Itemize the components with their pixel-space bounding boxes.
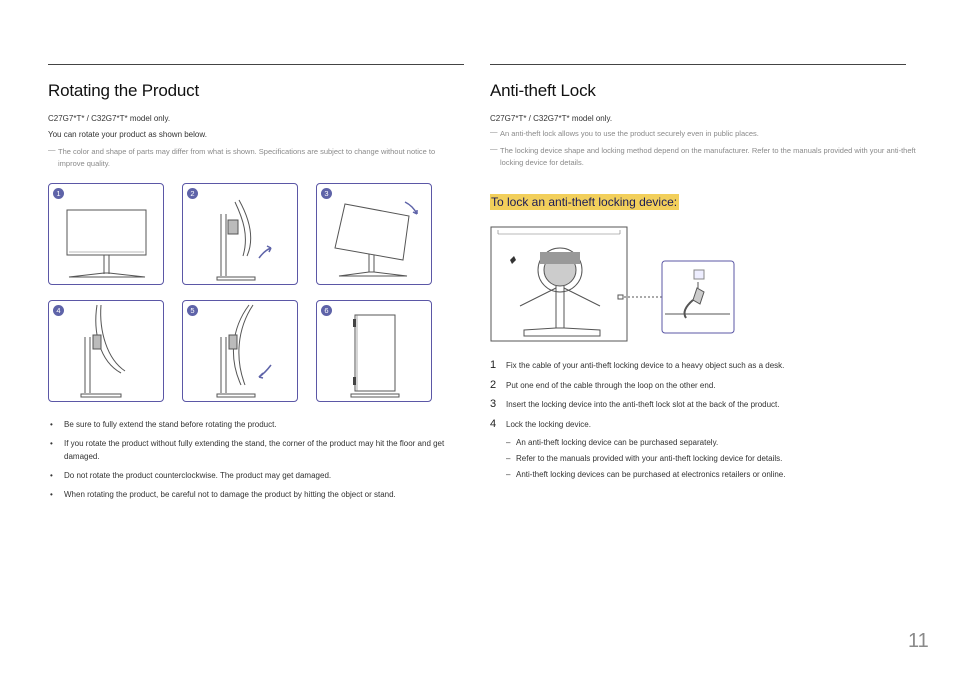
lock-note-2: ― The locking device shape and locking m… <box>490 144 916 169</box>
rotation-warnings: Be sure to fully extend the stand before… <box>48 418 453 507</box>
step-1: 1 Fix the cable of your anti-theft locki… <box>490 359 906 379</box>
figure-badge: 2 <box>187 188 198 199</box>
lock-note-1: ― An anti-theft lock allows you to use t… <box>490 127 916 140</box>
note-text: The color and shape of parts may differ … <box>58 147 436 168</box>
model-note: C27G7*T* / C32G7*T* model only. <box>490 114 613 123</box>
figure-badge: 1 <box>53 188 64 199</box>
page-number: 11 <box>908 630 929 652</box>
step-text: Put one end of the cable through the loo… <box>506 380 716 390</box>
rotation-figure-grid: 1 2 3 <box>48 183 433 404</box>
sub-item-3: – Anti-theft locking devices can be purc… <box>490 469 906 485</box>
sub-text: Refer to the manuals provided with your … <box>516 454 783 463</box>
figure-2: 2 <box>182 183 298 285</box>
note-dash: ― <box>490 144 498 153</box>
monitor-rotating-illustration <box>334 201 418 277</box>
sub-text: An anti-theft locking device can be purc… <box>516 438 719 447</box>
section-rule <box>48 64 464 65</box>
anti-theft-lock-illustration <box>490 226 735 342</box>
note-text: An anti-theft lock allows you to use the… <box>500 129 759 138</box>
step-number: 4 <box>490 417 497 430</box>
figure-5: 5 <box>182 300 298 402</box>
monitor-side-illustration <box>216 199 272 281</box>
step-text: Insert the locking device into the anti-… <box>506 400 780 409</box>
figure-badge: 6 <box>321 305 332 316</box>
section-title: Rotating the Product <box>48 81 199 100</box>
step-text: Lock the locking device. <box>506 419 591 429</box>
section-title: Anti-theft Lock <box>490 81 596 100</box>
color-note: ― The color and shape of parts may diffe… <box>48 145 463 170</box>
lock-subheading: To lock an anti-theft locking device: <box>490 194 680 210</box>
note-text: The locking device shape and locking met… <box>500 146 916 167</box>
figure-badge: 5 <box>187 305 198 316</box>
figure-badge: 4 <box>53 305 64 316</box>
figure-6: 6 <box>316 300 432 402</box>
intro-text: You can rotate your product as shown bel… <box>48 130 207 139</box>
sub-text: Anti-theft locking devices can be purcha… <box>516 470 786 479</box>
step-number: 1 <box>490 359 497 371</box>
model-note: C27G7*T* / C32G7*T* model only. <box>48 114 171 123</box>
step-number: 3 <box>490 398 497 410</box>
sub-dash: – <box>506 470 511 479</box>
step-text: Fix the cable of your anti-theft locking… <box>506 361 785 370</box>
step-4: 4 Lock the locking device. <box>490 418 906 438</box>
figure-1: 1 <box>48 183 164 285</box>
note-dash: ― <box>490 127 498 136</box>
figure-4: 4 <box>48 300 164 402</box>
monitor-front-illustration <box>66 209 147 278</box>
step-number: 2 <box>490 378 497 391</box>
monitor-side-illustration <box>216 304 272 398</box>
figure-badge: 3 <box>321 188 332 199</box>
note-dash: ― <box>48 145 56 154</box>
section-rule <box>490 64 906 65</box>
monitor-side-illustration <box>80 304 126 398</box>
figure-3: 3 <box>316 183 432 285</box>
step-2: 2 Put one end of the cable through the l… <box>490 379 906 399</box>
step-3: 3 Insert the locking device into the ant… <box>490 398 906 418</box>
sub-item-2: – Refer to the manuals provided with you… <box>490 453 906 469</box>
list-item: Do not rotate the product counterclockwi… <box>48 469 453 482</box>
sub-dash: – <box>506 454 511 463</box>
sub-item-1: – An anti-theft locking device can be pu… <box>490 437 906 453</box>
list-item: When rotating the product, be careful no… <box>48 488 453 501</box>
list-item: Be sure to fully extend the stand before… <box>48 418 453 431</box>
lock-steps: 1 Fix the cable of your anti-theft locki… <box>490 359 906 485</box>
monitor-portrait-illustration <box>350 314 400 398</box>
sub-dash: – <box>506 438 511 447</box>
list-item: If you rotate the product without fully … <box>48 437 453 463</box>
